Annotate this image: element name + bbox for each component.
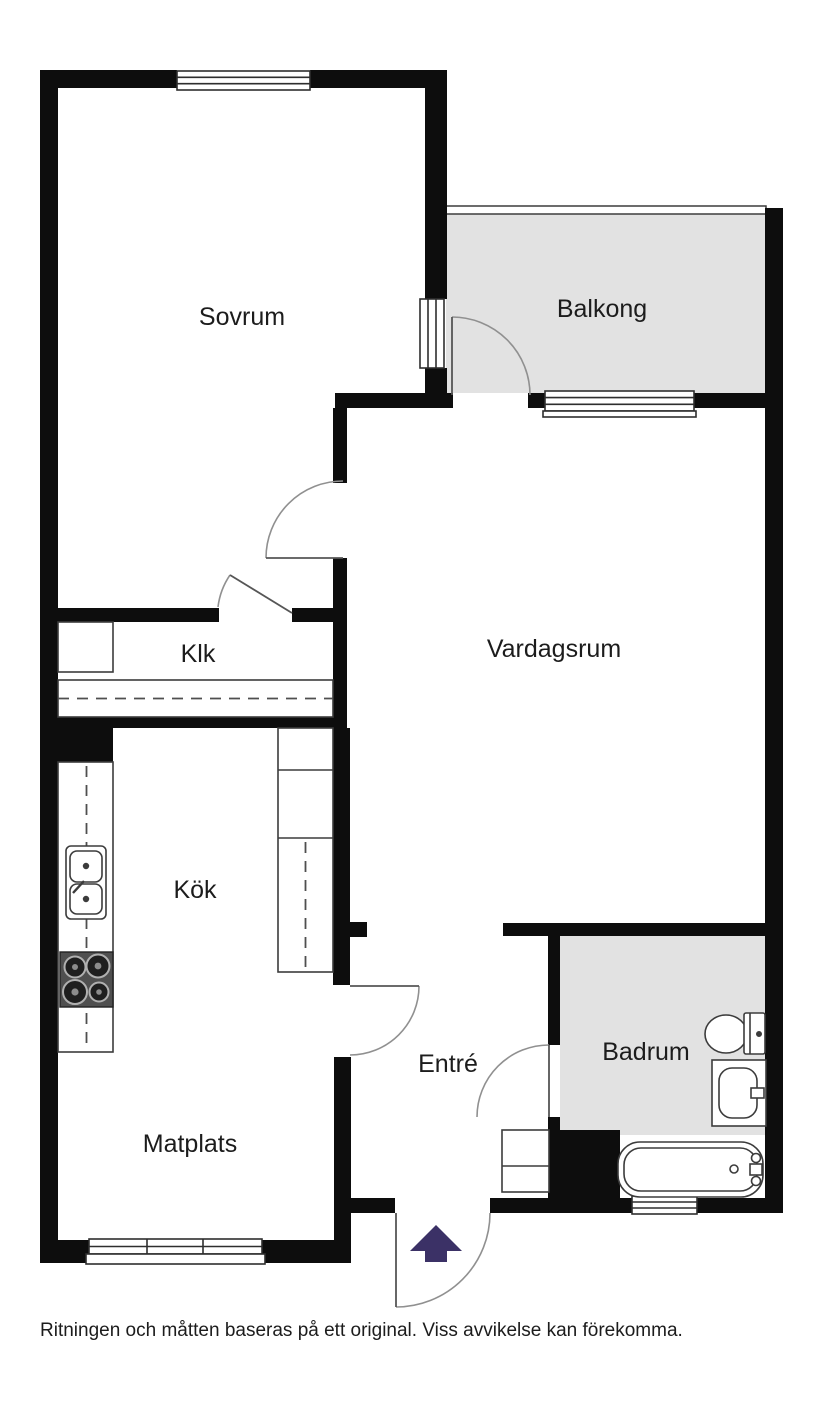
wall-jog-horizontal: [335, 393, 453, 408]
wall-sovrum-bottom-a: [58, 608, 219, 622]
wall-hall-bottom: [40, 717, 347, 728]
wall-sovrum-east-upper: [425, 70, 447, 299]
room-label-balkong: Balkong: [557, 295, 647, 323]
wall-matplats-east: [334, 1057, 351, 1263]
stove-fixture: [59, 951, 114, 1008]
wall-top-right: [310, 70, 447, 88]
sovrum-door-arc: [265, 480, 344, 559]
disclaimer-caption: Ritningen och måtten baseras på ett orig…: [40, 1320, 683, 1341]
wall-livingroom-left-a: [333, 408, 347, 483]
room-label-sovrum: Sovrum: [199, 303, 285, 331]
kitchen-door-arc: [349, 985, 420, 1056]
room-labels: Sovrum Balkong Vardagsrum Klk Kök Entré …: [143, 295, 690, 1158]
wall-kitchen-shaft: [40, 728, 113, 762]
balcony-floor: [446, 212, 766, 393]
room-label-matplats: Matplats: [143, 1130, 237, 1158]
toilet-fixture: [704, 1012, 766, 1055]
wall-entre-stub: [350, 922, 367, 937]
wall-bottom-entry-left: [334, 1198, 395, 1213]
wall-kitchen-east: [333, 728, 350, 985]
wall-balcony-bottom-left: [528, 393, 547, 408]
wall-livingroom-bottom: [503, 923, 783, 936]
bathroom-door-arc: [476, 1044, 550, 1118]
matplats-window-icon: [85, 1238, 266, 1265]
room-label-entre: Entré: [418, 1050, 478, 1078]
entre-cabinet: [501, 1129, 550, 1193]
sovrum-top-window-icon: [176, 70, 311, 91]
windows: [85, 70, 698, 1265]
balcony-door-arc: [451, 316, 531, 396]
room-label-kok: Kök: [173, 876, 217, 904]
wall-left-outer: [40, 70, 58, 1263]
klk-door-leaf: [229, 574, 293, 614]
wall-right-outer: [765, 208, 783, 1213]
wall-bathroom-west-a: [548, 935, 560, 1045]
balcony-railing: [445, 205, 767, 215]
wall-sovrum-bottom-b: [292, 608, 347, 622]
wall-top-left: [40, 70, 177, 88]
room-label-vardagsrum: Vardagsrum: [487, 635, 621, 663]
sovrum-balcony-window-icon: [419, 298, 445, 369]
klk-door-arc: [217, 574, 231, 608]
door-arcs: [217, 316, 550, 1308]
door-leaves: [229, 317, 550, 1307]
wall-livingroom-left-b: [333, 558, 347, 718]
entrance-arrow-icon: [410, 1225, 462, 1262]
washbasin-fixture: [711, 1059, 767, 1127]
room-label-klk: Klk: [181, 640, 216, 668]
entrance-door-arc: [395, 1212, 491, 1308]
kitchen-sink-fixture: [65, 845, 107, 920]
wall-balcony-bottom-right: [693, 393, 766, 408]
klk-cabinet: [57, 621, 114, 673]
bathtub-fixture: [617, 1141, 764, 1198]
room-label-badrum: Badrum: [602, 1038, 690, 1066]
bathroom-window-icon: [631, 1195, 698, 1215]
livingroom-balcony-window-icon: [542, 390, 697, 418]
